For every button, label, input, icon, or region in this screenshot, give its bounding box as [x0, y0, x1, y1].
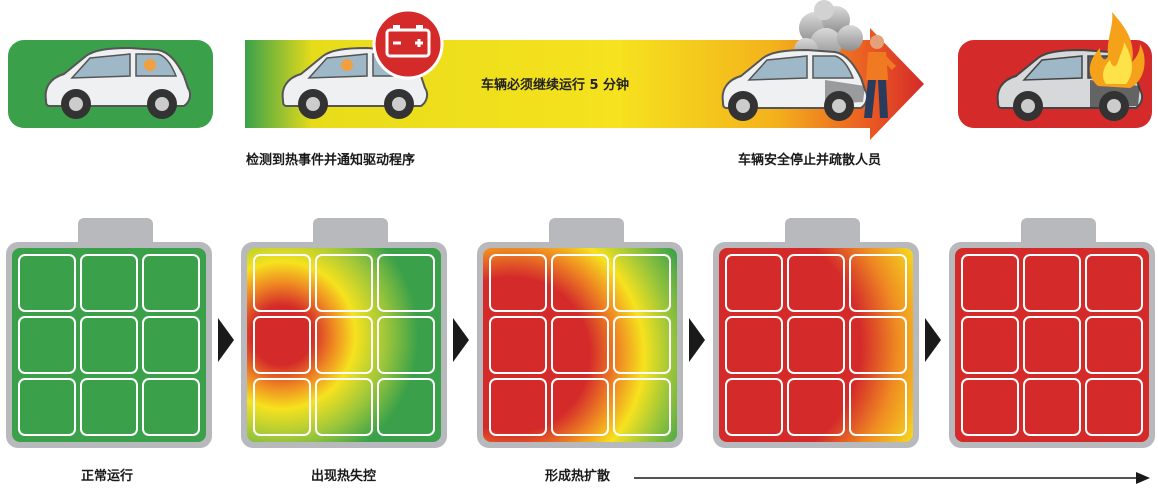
battery-cell — [80, 316, 138, 374]
battery-cell — [849, 254, 907, 312]
battery-cell — [80, 254, 138, 312]
battery-cell — [80, 378, 138, 436]
battery-cell — [787, 254, 845, 312]
stage-label-runaway: 出现热失控 — [311, 469, 377, 484]
battery-cell — [961, 254, 1019, 312]
battery-cell — [1023, 316, 1081, 374]
banner-text: 车辆必须继续运行 5 分钟 — [481, 77, 629, 93]
arrow-right-icon — [1136, 472, 1150, 484]
person-icon — [864, 35, 896, 118]
battery-cell — [1023, 378, 1081, 436]
chevron-right-icon — [689, 318, 705, 362]
battery-cell — [1023, 254, 1081, 312]
battery-cell — [315, 316, 373, 374]
chevron-right-icon — [925, 318, 941, 362]
battery-cell — [142, 254, 200, 312]
stage-chevrons — [218, 318, 941, 362]
battery-cell — [18, 378, 76, 436]
battery-stage-advanced — [713, 218, 919, 448]
battery-cell — [253, 254, 311, 312]
battery-cell — [315, 254, 373, 312]
battery-warning-icon — [372, 8, 444, 80]
battery-stage-normal — [6, 218, 212, 448]
battery-cell — [377, 378, 435, 436]
battery-stage-runaway — [241, 218, 447, 448]
battery-cell — [961, 316, 1019, 374]
battery-cell — [142, 378, 200, 436]
battery-cell — [613, 254, 671, 312]
propagation-arrow — [634, 472, 1150, 484]
battery-cell — [849, 316, 907, 374]
battery-cell — [377, 254, 435, 312]
battery-cell — [18, 254, 76, 312]
battery-cell — [849, 378, 907, 436]
chevron-right-icon — [218, 318, 234, 362]
battery-cell — [489, 254, 547, 312]
battery-cell — [551, 254, 609, 312]
top-timeline: 车辆必须继续运行 5 分钟 — [8, 0, 1152, 140]
battery-cell — [253, 316, 311, 374]
battery-cell — [1085, 316, 1143, 374]
battery-cell — [613, 378, 671, 436]
battery-cell — [787, 378, 845, 436]
battery-cell — [725, 316, 783, 374]
battery-cell — [1085, 378, 1143, 436]
battery-stages — [6, 218, 1155, 448]
label-safe-stop: 车辆安全停止并疏散人员 — [738, 153, 882, 168]
car-icon — [44, 46, 192, 119]
car-icon — [721, 48, 869, 121]
battery-cell — [142, 316, 200, 374]
battery-cell — [315, 378, 373, 436]
battery-cell — [253, 378, 311, 436]
stage-label-normal: 正常运行 — [81, 469, 134, 484]
battery-cell — [725, 378, 783, 436]
battery-cell — [961, 378, 1019, 436]
battery-cell — [787, 316, 845, 374]
battery-cell — [377, 316, 435, 374]
battery-cell — [18, 316, 76, 374]
battery-cell — [1085, 254, 1143, 312]
battery-cell — [613, 316, 671, 374]
battery-cell — [551, 378, 609, 436]
fire-icon — [1089, 12, 1145, 88]
battery-cell — [489, 316, 547, 374]
battery-stage-spreading — [477, 218, 683, 448]
battery-cell — [725, 254, 783, 312]
label-detect-event: 检测到热事件并通知驱动程序 — [246, 153, 416, 168]
stage-label-spreading: 形成热扩散 — [545, 469, 611, 484]
chevron-right-icon — [453, 318, 469, 362]
battery-cell — [551, 316, 609, 374]
battery-cell — [489, 378, 547, 436]
battery-stage-full-fire — [949, 218, 1155, 448]
